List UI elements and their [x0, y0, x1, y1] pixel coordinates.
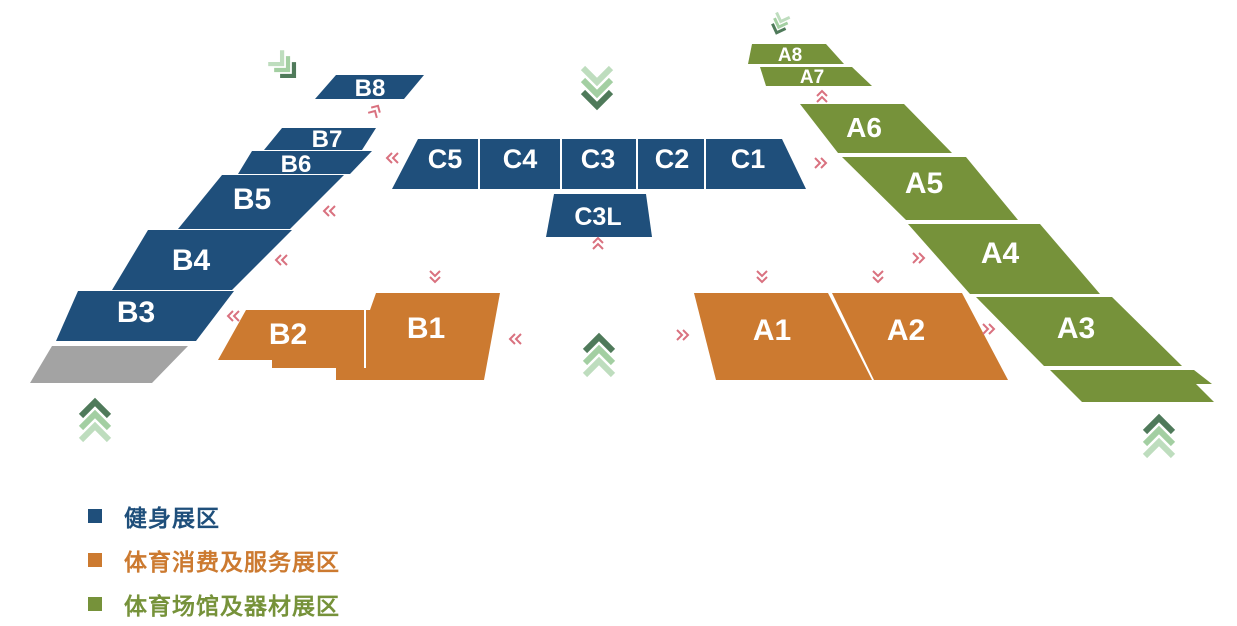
chevron-down-icon — [268, 50, 301, 83]
hall-C3-label: C3 — [581, 144, 616, 174]
hall-B6[interactable]: B6 — [238, 151, 372, 178]
hall-A3[interactable]: A3 — [976, 297, 1182, 366]
legend-item-fitness: 健身展区 — [88, 494, 340, 538]
hall-B4[interactable]: B4 — [112, 230, 292, 290]
legend-label: 健身展区 — [124, 506, 220, 532]
hall-B6-label: B6 — [281, 151, 312, 178]
hall-A5[interactable]: A5 — [842, 157, 1018, 220]
double-arrow-icon — [386, 152, 399, 164]
hall-B8-label: B8 — [355, 75, 386, 102]
hall-A6-label: A6 — [846, 112, 882, 143]
gray-hall-block — [30, 346, 188, 383]
legend-swatch — [88, 509, 102, 523]
hall-B2-label: B2 — [269, 318, 307, 351]
double-arrow-icon — [323, 205, 336, 217]
hall-B1-label: B1 — [407, 312, 445, 345]
hall-A8-label: A8 — [778, 45, 802, 66]
double-arrow-icon — [816, 90, 828, 103]
hall-B3-label: B3 — [117, 296, 155, 329]
hall-A2-label: A2 — [887, 314, 925, 347]
legend: 健身展区 体育消费及服务展区 体育场馆及器材展区 — [88, 494, 340, 626]
double-arrow-icon — [367, 102, 384, 119]
hall-B1[interactable]: B1 — [336, 293, 500, 380]
hall-C2-label: C2 — [655, 144, 690, 174]
double-arrow-icon — [982, 323, 995, 335]
legend-swatch — [88, 597, 102, 611]
hall-B7[interactable]: B7 — [264, 126, 376, 153]
hall-B7-label: B7 — [312, 126, 343, 153]
hall-B8[interactable]: B8 — [315, 75, 424, 102]
hall-C5[interactable]: C5 — [392, 139, 478, 189]
hall-B3[interactable]: B3 — [56, 291, 234, 341]
legend-swatch — [88, 553, 102, 567]
double-arrow-icon — [429, 270, 441, 283]
hall-A4[interactable]: A4 — [908, 224, 1100, 294]
hall-B2[interactable]: B2 — [218, 310, 364, 368]
hall-C5-label: C5 — [428, 144, 463, 174]
hall-A6[interactable]: A6 — [800, 104, 952, 153]
legend-label: 体育消费及服务展区 — [124, 550, 340, 576]
chevron-down-icon — [583, 68, 611, 106]
hall-A4-label: A4 — [981, 237, 1020, 270]
double-arrow-icon — [872, 270, 884, 283]
hall-A3-label: A3 — [1057, 312, 1095, 345]
double-arrow-icon — [676, 329, 689, 341]
hall-C1-label: C1 — [731, 144, 766, 174]
hall-C1[interactable]: C1 — [706, 139, 806, 189]
hall-A8[interactable]: A8 — [748, 44, 844, 66]
hall-C4-label: C4 — [503, 144, 538, 174]
hall-A1-label: A1 — [753, 314, 791, 347]
legend-item-venue: 体育场馆及器材展区 — [88, 582, 340, 626]
chevron-up-icon — [1145, 418, 1173, 456]
hall-A5-label: A5 — [905, 167, 943, 200]
double-arrow-icon — [756, 270, 768, 283]
double-arrow-icon — [814, 157, 827, 169]
hall-C2[interactable]: C2 — [638, 139, 704, 189]
hall-B5-label: B5 — [233, 183, 271, 216]
hall-A1[interactable]: A1 — [694, 293, 872, 380]
hall-A2[interactable]: A2 — [832, 293, 1008, 380]
hall-C3L[interactable]: C3L — [546, 194, 652, 237]
legend-item-consumption: 体育消费及服务展区 — [88, 538, 340, 582]
chevron-up-icon — [585, 337, 613, 375]
hall-A7-label: A7 — [800, 67, 824, 88]
green-hall-block — [1050, 370, 1214, 402]
chevron-up-icon — [81, 402, 109, 440]
hall-A7[interactable]: A7 — [760, 67, 872, 88]
hall-B5[interactable]: B5 — [178, 175, 344, 229]
chevron-down-icon — [768, 11, 792, 37]
hall-C3L-label: C3L — [574, 203, 621, 231]
hall-C3[interactable]: C3 — [562, 139, 636, 189]
legend-label: 体育场馆及器材展区 — [124, 594, 340, 620]
double-arrow-icon — [912, 252, 925, 264]
double-arrow-icon — [227, 310, 240, 322]
double-arrow-icon — [509, 333, 522, 345]
hall-B4-label: B4 — [172, 244, 211, 277]
double-arrow-icon — [592, 237, 604, 250]
hall-C4[interactable]: C4 — [480, 139, 560, 189]
double-arrow-icon — [275, 254, 288, 266]
